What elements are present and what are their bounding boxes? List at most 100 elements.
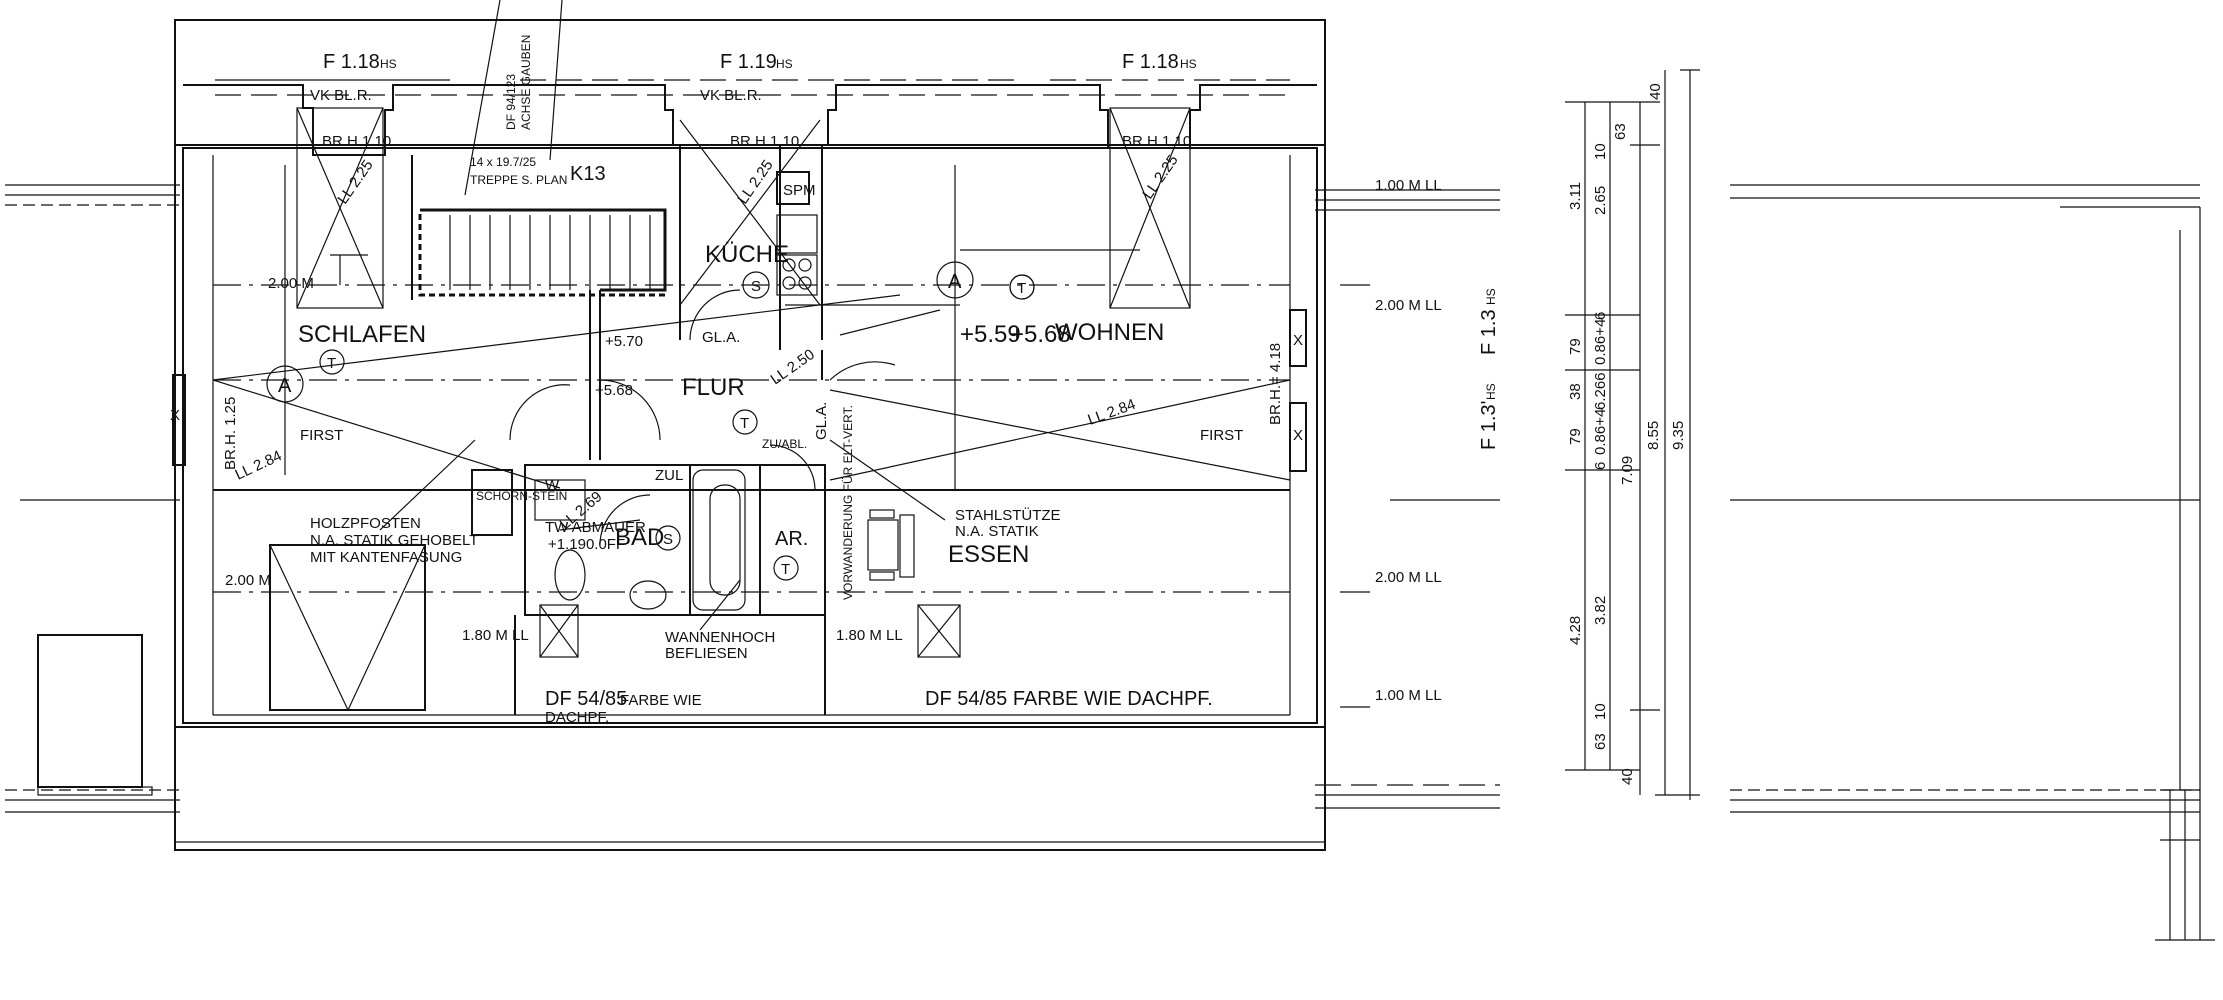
svg-text:TW ABMAUER: TW ABMAUER — [545, 519, 646, 536]
svg-text:LL 2.25: LL 2.25 — [1139, 152, 1181, 202]
level-markers — [1315, 189, 1500, 809]
svg-text:+5.68: +5.68 — [1010, 321, 1071, 348]
svg-text:HS: HS — [1484, 383, 1498, 400]
svg-text:W: W — [545, 477, 560, 494]
interior-walls — [269, 145, 961, 715]
svg-text:1.80 M LL: 1.80 M LL — [462, 627, 529, 644]
svg-text:ZUL: ZUL — [655, 467, 683, 484]
room-label-ar: AR. — [775, 528, 808, 550]
ridge-lines — [212, 284, 1291, 593]
svg-text:38: 38 — [1567, 383, 1584, 400]
dormers — [183, 79, 1317, 309]
svg-text:DF 54/85 FARBE WIE DACHPF.: DF 54/85 FARBE WIE DACHPF. — [925, 688, 1213, 710]
svg-text:ZU/ABL.: ZU/ABL. — [762, 437, 807, 451]
svg-text:LL 2.84: LL 2.84 — [233, 447, 285, 483]
svg-text:BR.H.1.10: BR.H.1.10 — [322, 133, 391, 150]
svg-text:7.09: 7.09 — [1619, 456, 1636, 485]
svg-text:N.A. STATIK: N.A. STATIK — [955, 523, 1039, 540]
window-label-f13b: F 1.3' — [1478, 401, 1500, 450]
svg-text:14 x 19.7/25: 14 x 19.7/25 — [470, 155, 536, 169]
svg-text:T: T — [740, 415, 749, 432]
left-external-lines — [5, 184, 180, 813]
svg-text:63: 63 — [1612, 123, 1629, 140]
svg-text:HS: HS — [380, 57, 397, 71]
svg-text:K13: K13 — [570, 163, 606, 185]
svg-text:S: S — [663, 531, 673, 548]
room-label-wohnen: WOHNEN — [1055, 319, 1164, 346]
room-labels: SCHLAFEN KÜCHE FLUR WOHNEN ESSEN BAD AR. — [298, 241, 1164, 568]
svg-text:TREPPE S. PLAN: TREPPE S. PLAN — [470, 173, 567, 187]
svg-text:N.A. STATIK GEHOBELT: N.A. STATIK GEHOBELT — [310, 532, 478, 549]
room-label-essen: ESSEN — [948, 541, 1029, 568]
svg-text:GL.A.: GL.A. — [813, 402, 830, 440]
svg-text:FIRST: FIRST — [300, 427, 343, 444]
svg-text:10: 10 — [1592, 143, 1609, 160]
right-elevation — [1730, 184, 2215, 941]
svg-text:1.00 M LL: 1.00 M LL — [1375, 177, 1442, 194]
svg-text:HS: HS — [1180, 57, 1197, 71]
svg-text:10: 10 — [1592, 703, 1609, 720]
window-label-f118-right: F 1.18 — [1122, 51, 1179, 73]
room-label-flur: FLUR — [682, 374, 745, 401]
svg-text:4.28: 4.28 — [1567, 616, 1584, 645]
svg-text:FIRST: FIRST — [1200, 427, 1243, 444]
svg-text:1.80 M LL: 1.80 M LL — [836, 627, 903, 644]
door-swings — [509, 289, 896, 546]
svg-text:X: X — [1293, 332, 1303, 349]
room-label-kueche: KÜCHE — [705, 241, 789, 268]
svg-text:6: 6 — [1592, 312, 1609, 320]
svg-text:BR.H. 1.25: BR.H. 1.25 — [222, 397, 239, 470]
svg-text:WANNENHOCH: WANNENHOCH — [665, 629, 775, 646]
svg-text:DF 94/123: DF 94/123 — [504, 74, 518, 130]
room-label-schlafen: SCHLAFEN — [298, 321, 426, 348]
svg-text:T: T — [1017, 280, 1026, 297]
svg-text:FARBE WIE: FARBE WIE — [620, 692, 702, 709]
window-label-f119: F 1.19 — [720, 51, 777, 73]
svg-text:79: 79 — [1567, 428, 1584, 445]
svg-text:HOLZPFOSTEN: HOLZPFOSTEN — [310, 515, 421, 532]
svg-text:6: 6 — [1592, 462, 1609, 470]
svg-text:0.86+4: 0.86+4 — [1592, 319, 1609, 365]
svg-text:GL.A.: GL.A. — [702, 329, 740, 346]
svg-text:2.00 M LL: 2.00 M LL — [1375, 297, 1442, 314]
svg-text:A: A — [278, 375, 292, 397]
svg-text:3.11: 3.11 — [1567, 182, 1584, 210]
svg-text:SCHORN-STEIN: SCHORN-STEIN — [476, 489, 567, 503]
room-label-bad: BAD — [615, 524, 664, 551]
svg-text:VK BL.R.: VK BL.R. — [700, 87, 762, 104]
svg-text:S: S — [751, 278, 761, 295]
svg-text:BEFLIESEN: BEFLIESEN — [665, 645, 748, 662]
svg-text:2.00 M LL: 2.00 M LL — [1375, 569, 1442, 586]
svg-text:+5.59: +5.59 — [960, 321, 1021, 348]
svg-text:2.00 M: 2.00 M — [268, 275, 314, 292]
svg-text:MIT KANTENFASUNG: MIT KANTENFASUNG — [310, 549, 462, 566]
svg-text:79: 79 — [1567, 338, 1584, 355]
svg-text:VK BL.R.: VK BL.R. — [310, 87, 372, 104]
section-markers — [266, 261, 1035, 581]
staircase — [449, 215, 651, 290]
section-marker-right — [936, 261, 974, 299]
section-marker-left — [266, 365, 304, 403]
svg-text:STAHLSTÜTZE: STAHLSTÜTZE — [955, 506, 1061, 524]
svg-text:T: T — [781, 561, 790, 578]
svg-text:0.86+4: 0.86+4 — [1592, 409, 1609, 455]
svg-text:1.00 M LL: 1.00 M LL — [1375, 687, 1442, 704]
svg-text:DF 54/85: DF 54/85 — [545, 688, 627, 710]
svg-text:ACHSE GAUBEN: ACHSE GAUBEN — [519, 35, 533, 130]
annotations: VK BL.R. VK BL.R. BR.H.1.10 BR.H.1.10 BR… — [222, 35, 1442, 726]
svg-text:8.55: 8.55 — [1645, 421, 1662, 450]
svg-text:2.00 M: 2.00 M — [225, 572, 271, 589]
svg-text:LL 2.25: LL 2.25 — [334, 157, 376, 207]
svg-text:+1.190.0FF: +1.190.0FF — [548, 536, 625, 553]
building-outline — [172, 19, 1326, 851]
svg-text:40: 40 — [1647, 83, 1664, 100]
dimension-chain: 3.11 2.65 10 63 40 6 79 0.86+4 38 6.266 … — [1565, 69, 1700, 800]
svg-text:SPM: SPM — [783, 182, 816, 199]
window-label-f13: F 1.3 — [1478, 309, 1500, 355]
svg-text:6.266: 6.266 — [1592, 372, 1609, 410]
svg-text:LL 2.25: LL 2.25 — [734, 157, 776, 207]
svg-text:63: 63 — [1592, 733, 1609, 750]
svg-text:LL 2.84: LL 2.84 — [1086, 396, 1138, 429]
svg-text:BR.H.1.10: BR.H.1.10 — [1122, 133, 1191, 150]
